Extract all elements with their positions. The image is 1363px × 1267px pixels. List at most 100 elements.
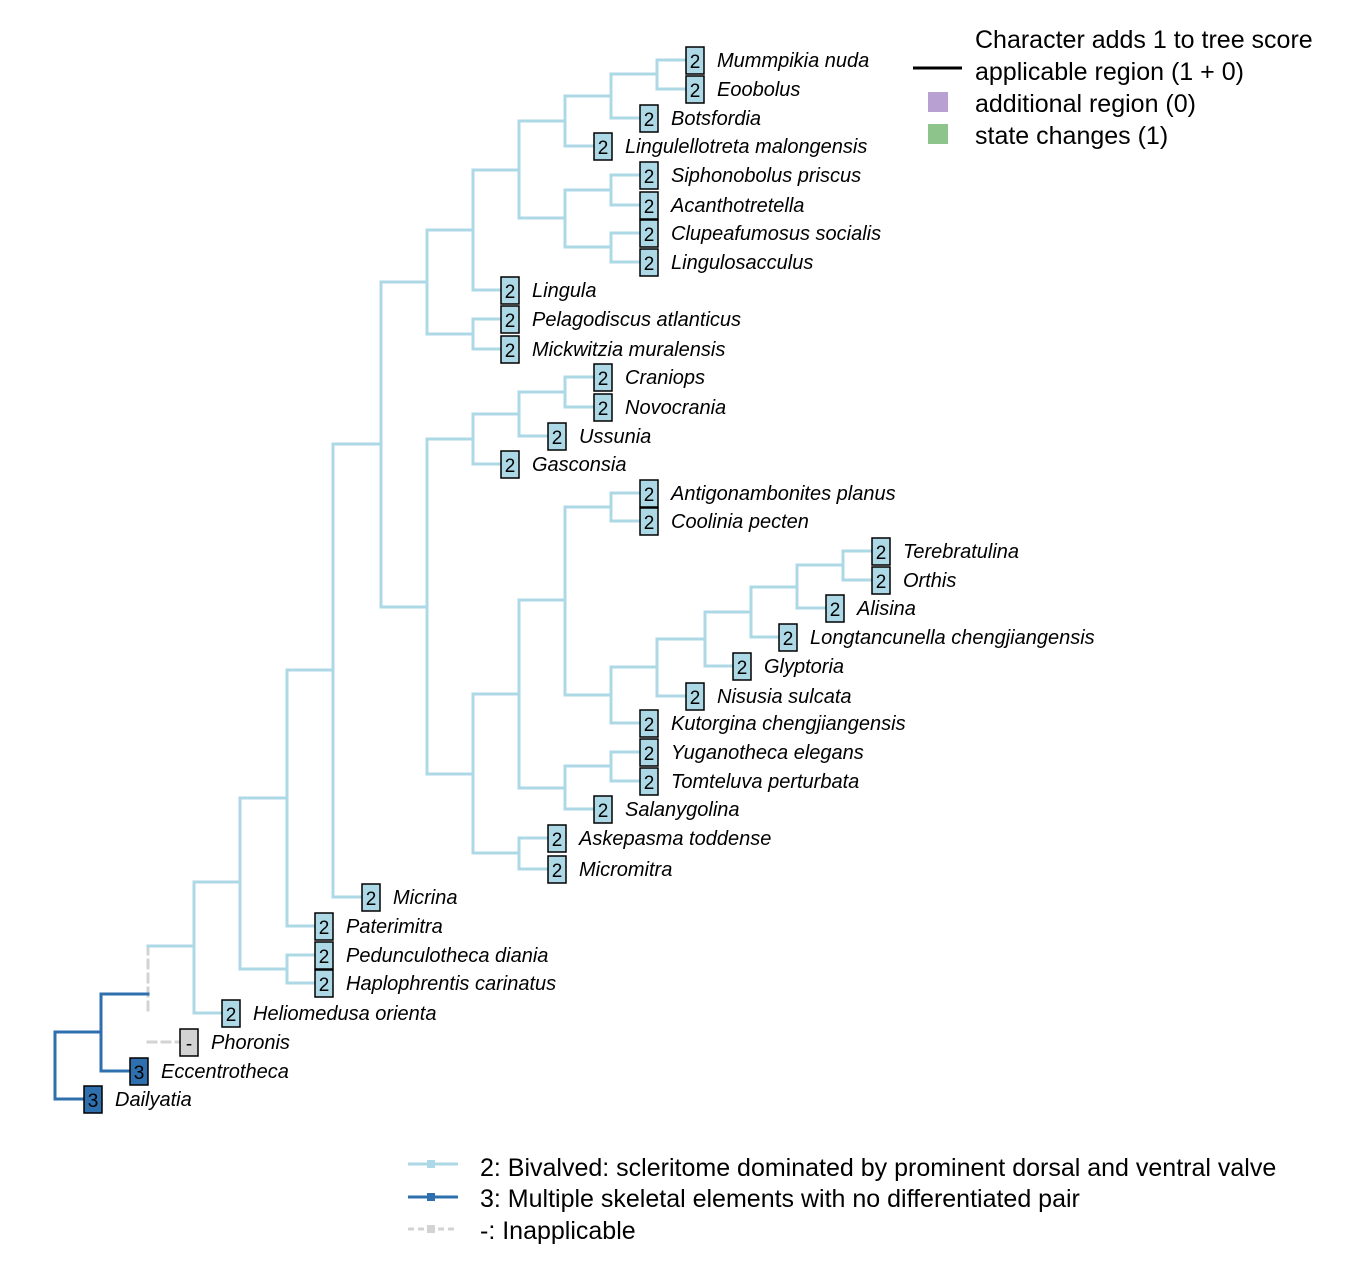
tip-glyptoria: 2 Glyptoria: [732, 652, 844, 681]
tip-state-value: 2: [644, 773, 655, 794]
tip-state-value: 3: [134, 1063, 145, 1084]
tip-label: Mummpikia nuda: [717, 50, 869, 72]
tip-label: Dailyatia: [115, 1089, 192, 1111]
tip-state-box: [129, 1057, 149, 1086]
tip-state-box: [685, 75, 705, 104]
inapplicable-legend-label: -: Inapplicable: [480, 1217, 636, 1245]
tip-label: Askepasma toddense: [578, 828, 771, 850]
tip-label: Eccentrotheca: [161, 1061, 289, 1083]
score-legend-item-additional: additional region (0): [975, 90, 1196, 118]
tip-lingulellotreta-malongensis: 2 Lingulellotreta malongensis: [593, 132, 867, 161]
tip-micromitra: 2 Micromitra: [547, 855, 672, 884]
tip-label: Pelagodiscus atlanticus: [532, 309, 741, 331]
score-legend: Character adds 1 to tree score applicabl…: [913, 26, 1313, 150]
tip-label: Coolinia pecten: [671, 511, 809, 533]
tree-branches: [53, 58, 874, 1101]
tip-state-value: 2: [319, 947, 330, 968]
tip-state-box: [639, 738, 659, 767]
tip-label: Glyptoria: [764, 656, 844, 678]
tip-label: Salanygolina: [625, 799, 740, 821]
tip-state-box: [314, 912, 334, 941]
tip-askepasma-toddense: 2 Askepasma toddense: [547, 824, 771, 853]
tip-label: Eoobolus: [717, 79, 800, 101]
tip-label: Orthis: [903, 570, 956, 592]
tip-state-value: 2: [552, 830, 563, 851]
tip-state-box: [639, 191, 659, 220]
tip-state-value: 2: [598, 138, 609, 159]
score-legend-title: Character adds 1 to tree score: [975, 26, 1313, 54]
tip-label: Terebratulina: [903, 541, 1019, 563]
state-2-legend-marker: [427, 1160, 435, 1168]
tip-state-value: -: [186, 1034, 192, 1055]
tip-coolinia-pecten: 2 Coolinia pecten: [639, 507, 809, 536]
tip-state-value: 2: [319, 918, 330, 939]
tip-label: Novocrania: [625, 397, 726, 419]
tip-state-value: 2: [598, 369, 609, 390]
tip-label: Craniops: [625, 367, 705, 389]
tip-state-box: [639, 767, 659, 796]
tip-state-value: 2: [505, 341, 516, 362]
tip-novocrania: 2 Novocrania: [593, 393, 726, 422]
tip-state-value: 2: [319, 975, 330, 996]
tip-state-value: 2: [690, 688, 701, 709]
tip-label: Antigonambonites planus: [670, 483, 896, 505]
tip-label: Lingulellotreta malongensis: [625, 136, 867, 158]
tip-state-box: [639, 709, 659, 738]
tip-label: Lingulosacculus: [671, 252, 813, 274]
tip-state-value: 2: [552, 861, 563, 882]
tip-state-box: [547, 422, 567, 451]
tip-label: Alisina: [856, 598, 916, 620]
tip-state-value: 2: [644, 485, 655, 506]
state-2-legend-label: 2: Bivalved: scleritome dominated by pro…: [480, 1154, 1276, 1182]
tip-state-value: 2: [644, 110, 655, 131]
state-3-legend-marker: [427, 1193, 435, 1201]
tip-state-value: 2: [552, 428, 563, 449]
tip-state-value: 2: [366, 889, 377, 910]
tip-state-box: [547, 855, 567, 884]
tip-state-value: 2: [737, 658, 748, 679]
tip-state-box: [500, 305, 520, 334]
tip-state-box: [500, 335, 520, 364]
tip-state-value: 2: [644, 513, 655, 534]
tip-state-box: [83, 1085, 103, 1114]
tip-label: Haplophrentis carinatus: [346, 973, 556, 995]
tip-state-box: [639, 248, 659, 277]
tip-state-box: [685, 682, 705, 711]
tip-state-box: [639, 161, 659, 190]
tip-state-box: [593, 363, 613, 392]
tip-state-box: [778, 623, 798, 652]
tip-state-value: 2: [644, 197, 655, 218]
additional-region-swatch: [928, 92, 948, 112]
tip-label: Pedunculotheca diania: [346, 945, 548, 967]
tip-state-box: [593, 132, 613, 161]
tip-state-value: 2: [505, 282, 516, 303]
tip-state-value: 2: [598, 399, 609, 420]
tip-label: Micromitra: [579, 859, 672, 881]
state-changes-swatch: [928, 124, 948, 144]
tip-state-box: [361, 883, 381, 912]
tip-label: Phoronis: [211, 1032, 290, 1054]
tip-state-box: [685, 46, 705, 75]
tip-state-value: 2: [644, 167, 655, 188]
tip-state-box: [639, 104, 659, 133]
tip-label: Kutorgina chengjiangensis: [671, 713, 906, 735]
tip-label: Mickwitzia muralensis: [532, 339, 725, 361]
